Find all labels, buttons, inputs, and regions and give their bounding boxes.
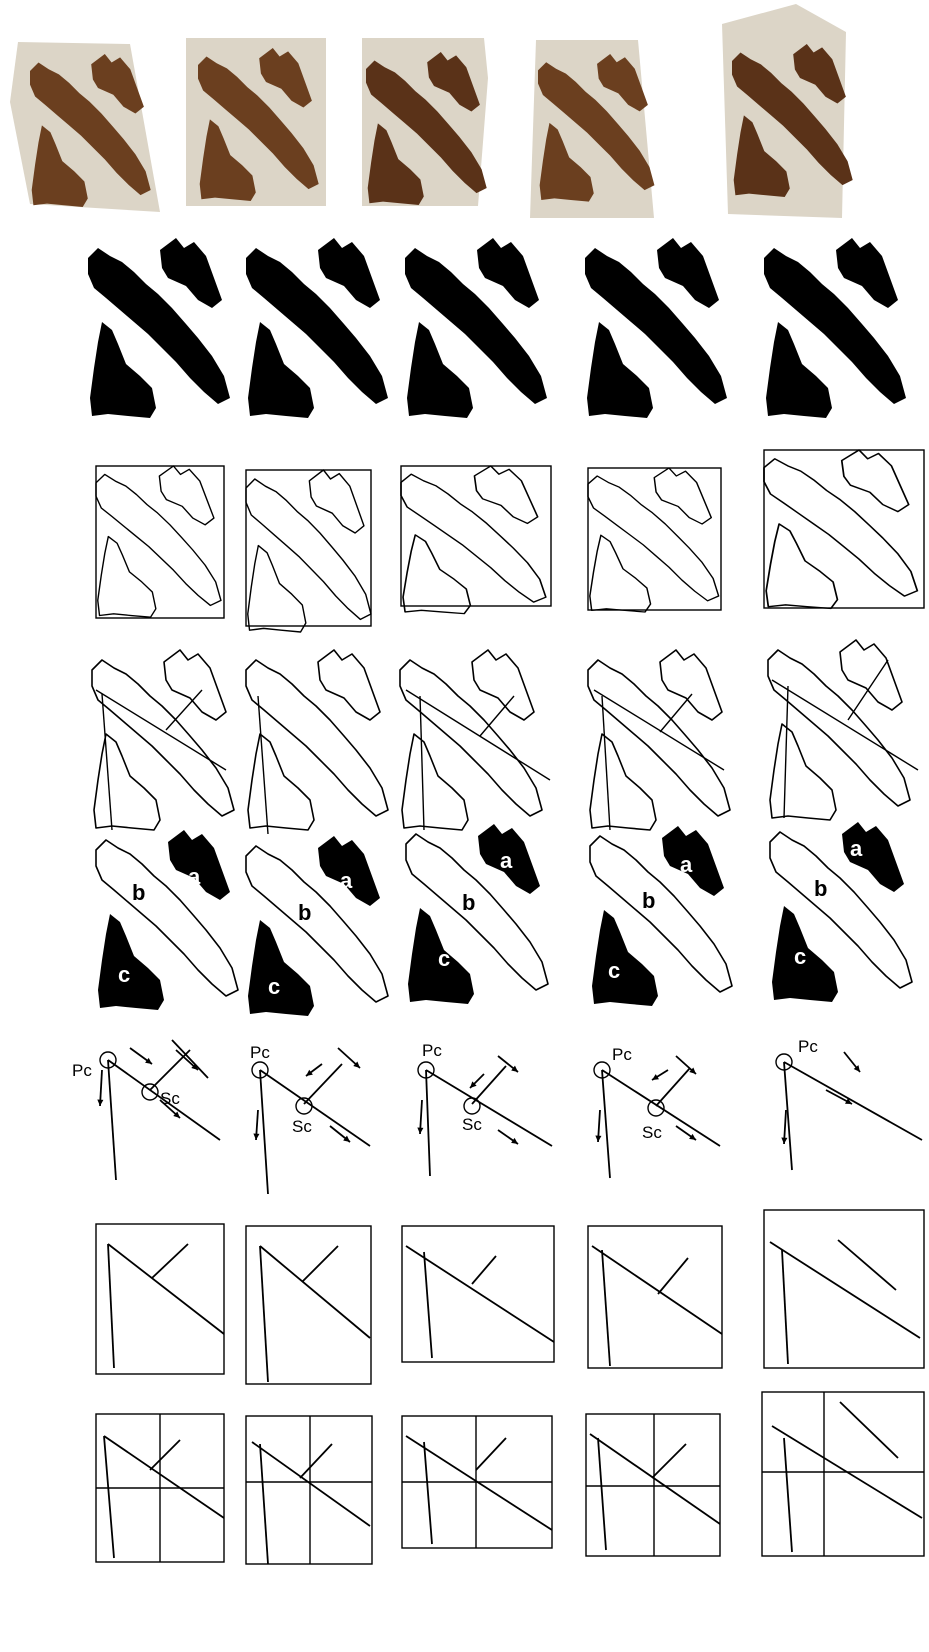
label-c: c: [438, 946, 450, 971]
components-4: a b c: [590, 826, 732, 1006]
row-contours-axes: [92, 640, 918, 834]
skeleton-box-5: [764, 1210, 924, 1368]
label-a: a: [500, 848, 513, 873]
components-5: a b c: [770, 822, 912, 1002]
direction-arrow-head: [253, 1134, 259, 1140]
skeleton-box-4: [588, 1226, 722, 1368]
skeleton-grid-2: [246, 1416, 372, 1564]
strokes-3: Pc Sc: [418, 1041, 552, 1176]
contour-box-4: [588, 468, 721, 612]
fragment-3: [362, 38, 488, 206]
label-sc: Sc: [160, 1089, 180, 1108]
row-contours-box: [96, 450, 924, 632]
label-a: a: [680, 852, 693, 877]
contour-axes-3: [400, 650, 550, 830]
row-original-fragments: [10, 4, 853, 218]
contour-box-2: [246, 470, 371, 632]
label-b: b: [814, 876, 827, 901]
label-a: a: [188, 864, 201, 889]
fragment-4: [530, 40, 654, 218]
strokes-2: Pc Sc: [250, 1043, 370, 1194]
row-binarized: [88, 238, 906, 418]
fragment-5: [722, 4, 853, 218]
binary-4: [585, 238, 727, 418]
label-c: c: [268, 974, 280, 999]
label-pc: Pc: [612, 1045, 632, 1064]
skeleton-box-3: [402, 1226, 554, 1362]
skeleton-grid-5: [762, 1392, 924, 1556]
skeleton-grid-1: [96, 1414, 224, 1562]
label-sc: Sc: [462, 1115, 482, 1134]
contour-box-1: [96, 466, 224, 618]
skeleton-grid-3: [402, 1416, 552, 1548]
label-b: b: [298, 900, 311, 925]
contour-box-5: [764, 450, 924, 608]
contour-box-3: [401, 466, 551, 614]
label-c: c: [608, 958, 620, 983]
label-pc: Pc: [422, 1041, 442, 1060]
contour-axes-5: [768, 640, 918, 820]
strokes-4: Pc Sc: [594, 1045, 720, 1178]
skeleton-box-2: [246, 1226, 371, 1384]
components-3: a b c: [406, 824, 548, 1004]
label-pc: Pc: [72, 1061, 92, 1080]
row-skeleton-box: [96, 1210, 924, 1384]
direction-arrow-head: [595, 1136, 601, 1142]
binary-1: [88, 238, 230, 418]
strokes-1: Pc Sc: [72, 1040, 220, 1180]
fragment-2: [186, 38, 326, 206]
skeleton-box-1: [96, 1224, 224, 1374]
direction-arrow-head: [781, 1138, 787, 1144]
label-b: b: [462, 890, 475, 915]
components-2: a b c: [246, 836, 388, 1016]
label-pc: Pc: [250, 1043, 270, 1062]
row-skeleton-grid: [96, 1392, 924, 1564]
row-labeled-components: a b c a b c a b c a b c a: [96, 822, 912, 1016]
binary-3: [405, 238, 547, 418]
direction-arrow-head: [97, 1100, 103, 1106]
label-a: a: [340, 868, 353, 893]
label-a: a: [850, 836, 863, 861]
direction-arrow-head: [417, 1128, 423, 1134]
contour-axes-1: [92, 650, 234, 830]
label-c: c: [794, 944, 806, 969]
label-pc: Pc: [798, 1037, 818, 1056]
skeleton-grid-4: [586, 1414, 720, 1556]
contour-axes-2: [246, 650, 388, 834]
label-b: b: [642, 888, 655, 913]
label-c: c: [118, 962, 130, 987]
binary-2: [246, 238, 388, 418]
label-sc: Sc: [642, 1123, 662, 1142]
label-b: b: [132, 880, 145, 905]
label-sc: Sc: [292, 1117, 312, 1136]
components-1: a b c: [96, 830, 238, 1010]
binary-5: [764, 238, 906, 418]
row-stroke-directions: Pc Sc Pc Sc Pc Sc Pc Sc: [72, 1037, 922, 1194]
contour-axes-4: [588, 650, 730, 830]
fragment-1: [10, 42, 160, 212]
